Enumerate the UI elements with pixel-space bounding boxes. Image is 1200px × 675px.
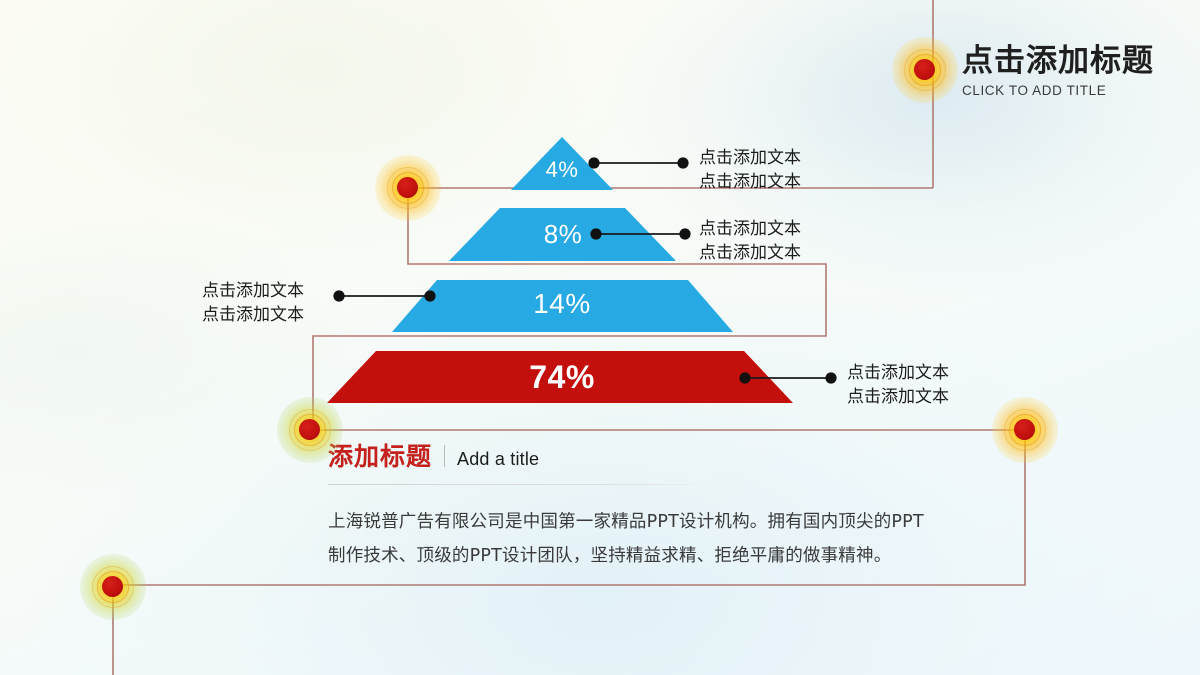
node-ring-inner [392, 172, 424, 204]
pyramid-level-3-value: 14% [533, 288, 591, 319]
callout-4-line-1: 点击添加文本 [847, 363, 949, 383]
page-subtitle: CLICK TO ADD TITLE [962, 83, 1107, 99]
description-panel: 添加标题 Add a title 上海锐普广告有限公司是中国第一家精品PPT设计… [328, 437, 1018, 573]
pyramid-level-1-value: 4% [545, 157, 579, 182]
node-panel-left[interactable] [277, 397, 343, 463]
callout-1-line-2: 点击添加文本 [699, 172, 801, 193]
callout-4-line-2: 点击添加文本 [847, 387, 949, 408]
node-ring-outer [92, 566, 134, 608]
node-ring-inner [1009, 414, 1041, 446]
description-body-line-2: 制作技术、顶级的PPT设计团队，坚持精益求精、拒绝平庸的做事精神。 [328, 546, 892, 567]
callout-3-line-2: 点击添加文本 [202, 305, 304, 326]
node-core-icon [1014, 419, 1035, 440]
pyramid-level-2-value: 8% [543, 219, 583, 249]
node-pyramid-left[interactable] [375, 155, 441, 221]
page-title: 点击添加标题 [962, 43, 1154, 79]
node-core-icon [914, 59, 935, 80]
callout-3-line-1: 点击添加文本 [202, 281, 304, 301]
callout-2-line-2: 点击添加文本 [699, 243, 801, 264]
callout-1: 点击添加文本 点击添加文本 [699, 146, 801, 194]
description-body-line-1: 上海锐普广告有限公司是中国第一家精品PPT设计机构。拥有国内顶尖的PPT [328, 512, 924, 532]
leader-line-4 [739, 372, 837, 384]
callout-3: 点击添加文本 点击添加文本 [202, 279, 304, 327]
slide-title-block: 点击添加标题 CLICK TO ADD TITLE [962, 44, 1154, 98]
callout-2: 点击添加文本 点击添加文本 [699, 217, 801, 265]
node-core-icon [299, 419, 320, 440]
description-title-cn: 添加标题 [328, 442, 433, 471]
pyramid-level-4-value: 74% [529, 359, 595, 395]
node-ring-outer [904, 49, 946, 91]
callout-2-line-1: 点击添加文本 [699, 219, 801, 239]
node-top-right[interactable] [892, 37, 958, 103]
leader-line-3 [333, 290, 436, 302]
node-ring-outer [289, 409, 331, 451]
node-ring-outer [387, 167, 429, 209]
callout-1-line-1: 点击添加文本 [699, 148, 801, 168]
description-body: 上海锐普广告有限公司是中国第一家精品PPT设计机构。拥有国内顶尖的PPT 制作技… [328, 505, 1018, 573]
node-bottom-left[interactable] [80, 554, 146, 620]
description-title-en: Add a title [457, 449, 540, 469]
node-core-icon [397, 177, 418, 198]
callout-4: 点击添加文本 点击添加文本 [847, 361, 949, 409]
node-ring-outer [1004, 409, 1046, 451]
description-underline [328, 484, 694, 485]
node-ring-inner [909, 54, 941, 86]
description-panel-header: 添加标题 Add a title [328, 437, 1018, 473]
node-ring-inner [294, 414, 326, 446]
node-ring-inner [97, 571, 129, 603]
node-panel-right[interactable] [992, 397, 1058, 463]
node-core-icon [102, 576, 123, 597]
title-divider [444, 445, 446, 467]
